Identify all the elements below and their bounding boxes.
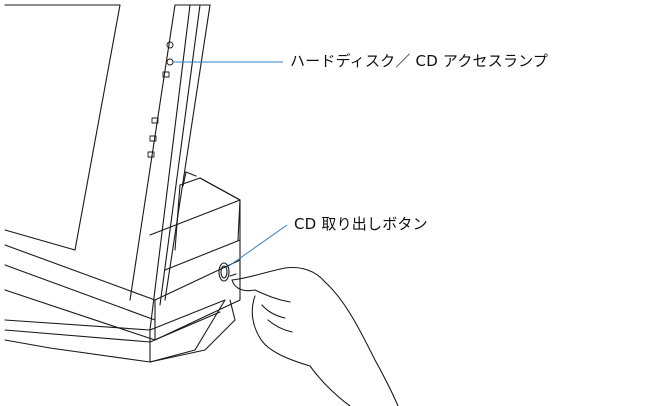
hdd-cd-access-lamp-label: ハードディスク／ CD アクセスランプ [290,52,549,70]
stand-base-plate [4,299,236,363]
indicator-lamps [147,41,174,158]
lamp-icon-5 [149,135,157,142]
cd-eject-button[interactable] [218,262,230,282]
hand-illustration [229,266,399,406]
lamp-icon-4 [151,117,159,124]
power-lamp-icon [166,41,174,49]
lamp-icon-6 [147,151,155,158]
lamp-icon-3 [162,71,170,78]
cd-eject-button-label: CD 取り出しボタン [294,215,428,233]
cd-drive-housing [174,171,241,251]
stand-body [4,199,241,341]
display-panel [4,4,211,331]
leader-line-cd-button [225,224,288,269]
